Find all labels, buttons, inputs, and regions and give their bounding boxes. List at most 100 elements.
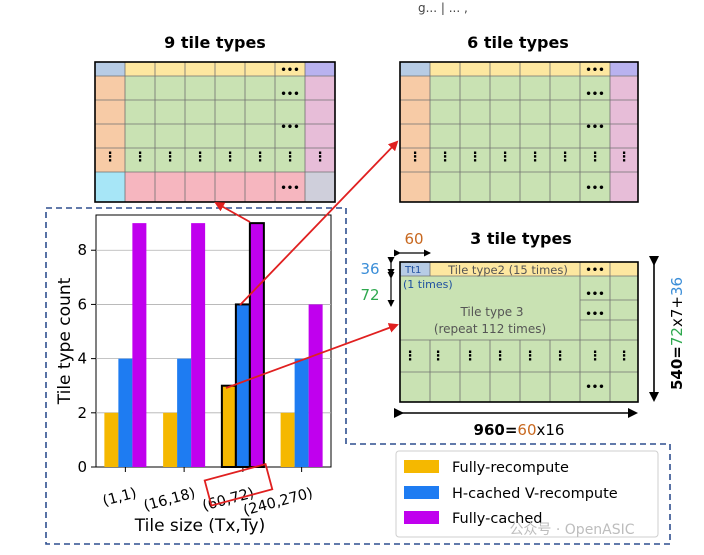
panel-3-title: 3 tile types xyxy=(470,229,572,248)
tile-type1 xyxy=(400,262,430,276)
dots: ⋮ xyxy=(439,150,452,165)
panel-6-tile-types: 6 tile types ••• ••• ••• ••• ⋮ ⋮ ⋮ ⋮ ⋮ ⋮ xyxy=(399,33,639,203)
dots: ••• xyxy=(585,183,604,194)
dots: ⋮ xyxy=(284,150,297,165)
tile-corner-tl xyxy=(400,62,430,76)
height-label: 540=72x7+36 xyxy=(668,277,686,390)
dots: ⋮ xyxy=(194,150,207,165)
width-label-c: x16 xyxy=(537,421,565,439)
bar xyxy=(294,358,309,467)
x-axis-label: Tile size (Tx,Ty) xyxy=(134,516,265,536)
tile-corner-tr xyxy=(305,62,335,76)
dots: ⋮ xyxy=(134,150,147,165)
panel-9-tile-types: 9 tile types ••• ••• ••• ••• ⋮ ⋮ ⋮ ⋮ xyxy=(94,33,336,203)
bar xyxy=(248,222,265,468)
arrow-to-9-tiles xyxy=(214,202,251,223)
tile-type2 xyxy=(430,262,638,276)
dim-60-label: 60 xyxy=(404,230,423,248)
legend-label-fully-cached: Fully-cached xyxy=(452,511,543,527)
height-label-b: 72 xyxy=(668,327,686,346)
grid-3 xyxy=(400,262,638,402)
dots: ••• xyxy=(585,122,604,133)
dots: ⋮ xyxy=(529,150,542,165)
watermark: 公众号 · OpenASIC xyxy=(509,522,634,538)
dots: ⋮ xyxy=(254,150,267,165)
dots: ⋮ xyxy=(432,349,445,364)
legend-label-h-cached: H-cached V-recompute xyxy=(452,486,618,502)
bar xyxy=(118,358,133,467)
dots: ⋮ xyxy=(618,150,631,165)
dots: ••• xyxy=(585,309,604,320)
tile1-label: Tt1 xyxy=(404,265,421,276)
legend-swatch-fully-cached xyxy=(404,511,439,524)
grid-6-border xyxy=(399,61,639,203)
y-tick-label: 8 xyxy=(77,241,87,259)
height-label-d: 36 xyxy=(668,277,686,296)
bar xyxy=(191,223,206,467)
dots: ••• xyxy=(280,65,299,76)
grid-9 xyxy=(95,62,335,202)
dots: ⋮ xyxy=(554,349,567,364)
legend-swatch-h-cached xyxy=(404,486,439,499)
bar xyxy=(163,412,178,467)
dots: ⋮ xyxy=(404,349,417,364)
legend-label-fully-recompute: Fully-recompute xyxy=(452,460,569,476)
tile-corner-br xyxy=(305,172,335,202)
y-tick-label: 2 xyxy=(77,404,87,422)
x-tick-label: (1,1) xyxy=(101,485,138,509)
arrow-to-3-tiles xyxy=(225,323,399,389)
grid-9-border xyxy=(94,61,336,203)
legend-box xyxy=(395,450,659,538)
grid-3-border xyxy=(399,261,639,403)
legend-swatch-fully-recompute xyxy=(404,460,439,473)
dots: ⋮ xyxy=(499,150,512,165)
dots: ••• xyxy=(280,89,299,100)
dots: ⋮ xyxy=(559,150,572,165)
tile-corner-tr xyxy=(610,62,638,76)
bar xyxy=(280,412,295,467)
height-label-a: 540= xyxy=(668,346,686,390)
bar xyxy=(234,303,251,468)
width-label-b: 60 xyxy=(517,421,536,439)
x-tick-label: (16,18) xyxy=(142,485,197,514)
tile1-note: (1 times) xyxy=(403,278,453,291)
dots: ⋮ xyxy=(524,349,537,364)
y-tick-label: 0 xyxy=(77,458,87,476)
panel-6-title: 6 tile types xyxy=(467,33,569,52)
tile-type3 xyxy=(400,276,638,402)
dots: ⋮ xyxy=(469,150,482,165)
tile3-label: Tile type 3 xyxy=(459,305,523,319)
dots: ••• xyxy=(585,289,604,300)
height-label-c: x7+ xyxy=(668,296,686,327)
dots: ••• xyxy=(280,122,299,133)
bar xyxy=(308,304,323,467)
dots: ⋮ xyxy=(589,349,602,364)
bar xyxy=(177,358,192,467)
dots: ⋮ xyxy=(464,349,477,364)
tile3-note: (repeat 112 times) xyxy=(434,322,546,336)
dots: ⋮ xyxy=(409,150,422,165)
dots: ••• xyxy=(585,65,604,76)
dim-72-label: 72 xyxy=(360,286,379,304)
dots-9: ••• ••• ••• ••• ⋮ ⋮ ⋮ ⋮ ⋮ ⋮ ⋮ ⋮ xyxy=(104,65,327,194)
dots: ••• xyxy=(585,265,604,276)
dots: ⋮ xyxy=(618,349,631,364)
dots: ••• xyxy=(585,89,604,100)
dim-36-label: 36 xyxy=(360,260,379,278)
dots: ⋮ xyxy=(104,150,117,165)
width-label-a: 960= xyxy=(474,421,518,439)
panel-9-title: 9 tile types xyxy=(164,33,266,52)
bar xyxy=(104,412,119,467)
highlight-box xyxy=(203,463,274,507)
bar xyxy=(132,223,147,467)
dots: ••• xyxy=(585,382,604,393)
dots-3: ••• ••• ••• ••• ⋮ ⋮ ⋮ ⋮ ⋮ ⋮ ⋮ ⋮ xyxy=(404,265,631,393)
width-label: 960=60x16 xyxy=(474,421,565,439)
dots: ⋮ xyxy=(224,150,237,165)
dashed-outline xyxy=(45,207,671,545)
tile2-label: Tile type2 (15 times) xyxy=(447,263,568,277)
tile-corner-bl xyxy=(95,172,125,202)
